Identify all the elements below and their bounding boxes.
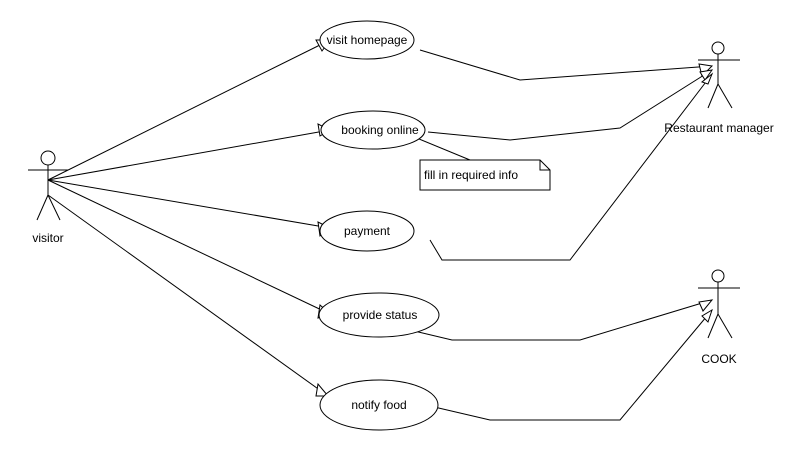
actor-left-leg <box>36 194 49 221</box>
arrowhead-cook-2 <box>701 308 713 323</box>
use-case-ellipse <box>320 110 426 150</box>
assoc-visitor-booking-online <box>47 129 331 181</box>
actor-restaurant-manager[interactable]: Restaurant manager <box>664 41 774 135</box>
actor-right-leg <box>717 83 733 109</box>
assoc-visit-homepage-manager <box>419 49 713 81</box>
assoc-provide-status-cook <box>409 299 713 341</box>
actor-right-leg <box>717 313 733 339</box>
use-case-payment[interactable]: payment <box>319 210 415 252</box>
note-fill-in-required-info[interactable]: fill in required info <box>419 159 551 191</box>
use-case-label: visit homepage <box>327 33 408 47</box>
actor-label: Restaurant manager <box>664 121 773 135</box>
actor-head <box>711 41 725 55</box>
actor-label: visitor <box>32 231 63 245</box>
arrowhead-manager-2 <box>699 69 714 81</box>
use-case-visit-homepage[interactable]: visit homepage <box>319 20 415 60</box>
use-case-ellipse <box>319 210 415 252</box>
assoc-payment-manager <box>429 73 713 261</box>
arrowhead-notify-food <box>315 382 330 397</box>
assoc-visitor-visit-homepage <box>47 39 331 181</box>
use-case-notify-food[interactable]: notify food <box>319 379 439 431</box>
use-case-ellipse <box>319 20 415 60</box>
visitor-associations <box>47 39 332 397</box>
arrowhead-manager-3 <box>700 72 714 85</box>
note-shape <box>419 159 551 191</box>
use-case-label: notify food <box>351 398 406 412</box>
actor-cook[interactable]: COOK <box>698 269 740 366</box>
manager-associations <box>419 49 714 261</box>
assoc-visitor-provide-status <box>47 179 331 315</box>
actor-left-leg <box>707 313 719 339</box>
use-case-ellipse <box>319 379 439 431</box>
arrowhead-cook-1 <box>698 299 714 312</box>
actor-head <box>40 150 56 166</box>
use-case-provide-status[interactable]: provide status <box>318 292 440 338</box>
actor-label: COOK <box>701 352 736 366</box>
use-case-booking-online[interactable]: booking online <box>320 110 426 150</box>
use-case-label: payment <box>344 224 391 238</box>
actor-head <box>711 269 725 283</box>
actor-visitor[interactable]: visitor <box>28 150 68 245</box>
note-fold <box>539 160 550 171</box>
use-case-ellipse <box>318 292 440 338</box>
assoc-notify-food-cook <box>429 309 713 421</box>
actor-right-leg <box>47 194 61 221</box>
actor-left-leg <box>707 83 719 109</box>
assoc-visitor-payment <box>47 179 331 229</box>
use-case-label: booking online <box>341 123 419 137</box>
use-case-label: provide status <box>343 308 418 322</box>
assoc-booking-online-manager <box>427 69 713 141</box>
assoc-visitor-notify-food <box>47 194 329 397</box>
cook-associations <box>409 299 714 421</box>
note-text: fill in required info <box>424 168 518 182</box>
